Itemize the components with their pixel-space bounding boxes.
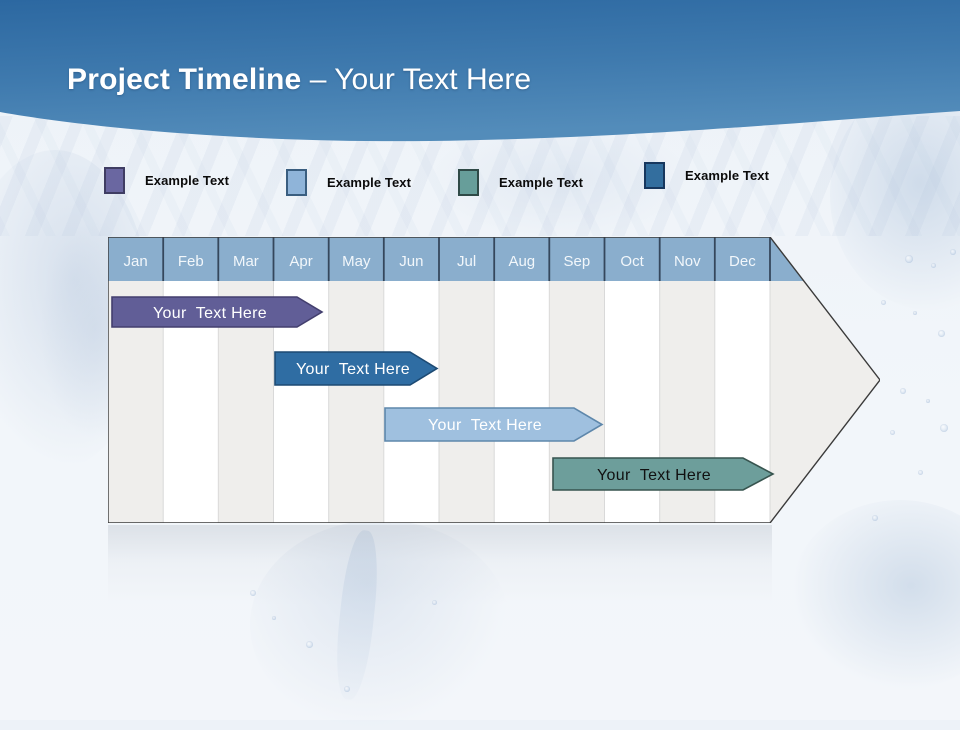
water-droplet bbox=[938, 330, 945, 337]
legend-label: Example Text bbox=[499, 175, 584, 190]
task-bar-4-shape[interactable] bbox=[552, 457, 775, 491]
water-droplet bbox=[344, 686, 350, 692]
month-label-nov: Nov bbox=[674, 253, 701, 270]
water-droplet bbox=[306, 641, 313, 648]
month-label-dec: Dec bbox=[729, 253, 756, 270]
task-bar-2[interactable]: Your Text Here bbox=[274, 351, 439, 386]
task-bar-1-shape[interactable] bbox=[111, 296, 324, 328]
legend-item-purple[interactable]: Example Text bbox=[104, 167, 229, 194]
water-droplet bbox=[918, 470, 923, 475]
water-droplet bbox=[890, 430, 895, 435]
month-label-apr: Apr bbox=[289, 253, 312, 270]
water-droplet bbox=[926, 399, 930, 403]
water-droplet bbox=[905, 255, 913, 263]
task-bar-4[interactable]: Your Text Here bbox=[552, 457, 775, 491]
legend-label: Example Text bbox=[327, 175, 412, 190]
task-bar-2-shape[interactable] bbox=[274, 351, 439, 386]
water-droplet bbox=[950, 249, 956, 255]
task-bar-1[interactable]: Your Text Here bbox=[111, 296, 324, 328]
legend-swatch-lightblue bbox=[286, 169, 307, 196]
month-label-oct: Oct bbox=[620, 253, 644, 270]
slide-title-placeholder[interactable]: – Your Text Here bbox=[301, 63, 532, 96]
water-droplet bbox=[900, 388, 906, 394]
water-droplet bbox=[913, 311, 917, 315]
task-bar-3-label[interactable]: Your Text Here bbox=[428, 417, 542, 434]
legend-swatch-darkblue bbox=[644, 162, 665, 189]
water-droplet bbox=[272, 616, 276, 620]
column-stripe-mar bbox=[218, 237, 274, 523]
water-droplet bbox=[940, 424, 948, 432]
legend-swatch-teal bbox=[458, 169, 479, 196]
month-label-aug: Aug bbox=[508, 253, 535, 270]
legend-label: Example Text bbox=[685, 168, 770, 183]
slide-title: Project Timeline – Your Text Here bbox=[67, 60, 531, 100]
water-droplet bbox=[931, 263, 936, 268]
task-bar-2-label[interactable]: Your Text Here bbox=[296, 361, 410, 378]
month-label-mar: Mar bbox=[233, 253, 259, 270]
legend-label: Example Text bbox=[145, 173, 230, 188]
slide-title-main[interactable]: Project Timeline bbox=[67, 63, 302, 96]
month-label-jul: Jul bbox=[457, 253, 476, 270]
water-droplet bbox=[881, 300, 886, 305]
timeline-chart: Jan Feb Mar Apr May Jun Jul Aug Sep Oct … bbox=[108, 237, 880, 523]
month-label-jan: Jan bbox=[124, 253, 148, 270]
timeline-arrow-outline bbox=[108, 237, 880, 523]
legend-item-lightblue[interactable]: Example Text bbox=[286, 169, 411, 196]
column-stripe-jul bbox=[439, 237, 495, 523]
legend-item-darkblue[interactable]: Example Text bbox=[644, 162, 769, 189]
month-label-feb: Feb bbox=[178, 253, 204, 270]
task-bar-4-label[interactable]: Your Text Here bbox=[597, 467, 711, 484]
column-stripe-jan bbox=[108, 237, 164, 523]
month-label-may: May bbox=[342, 253, 371, 270]
table-reflection bbox=[108, 525, 772, 605]
task-bar-3[interactable]: Your Text Here bbox=[384, 407, 604, 442]
header-wave-banner bbox=[0, 0, 960, 142]
task-bar-3-shape[interactable] bbox=[384, 407, 604, 442]
month-label-sep: Sep bbox=[564, 253, 591, 270]
legend-item-teal[interactable]: Example Text bbox=[458, 169, 583, 196]
task-bar-1-label[interactable]: Your Text Here bbox=[153, 305, 267, 322]
water-splash-bottom-right bbox=[790, 500, 960, 690]
month-label-jun: Jun bbox=[399, 253, 423, 270]
legend-swatch-purple bbox=[104, 167, 125, 194]
